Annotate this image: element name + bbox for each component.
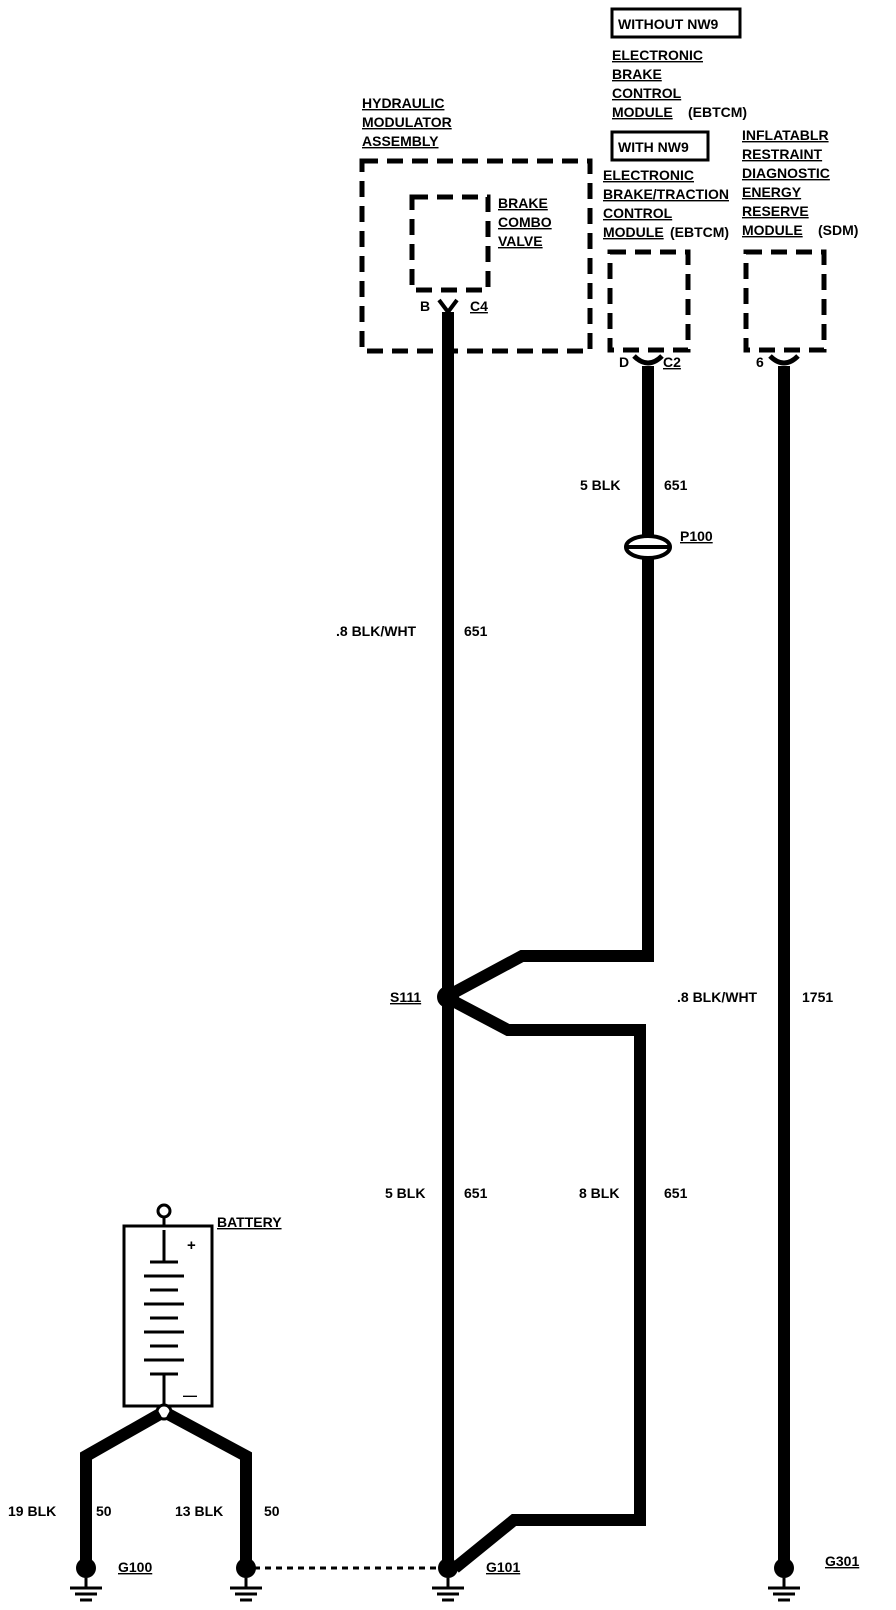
hydraulic-modulator-assembly: HYDRAULIC MODULATOR ASSEMBLY BRAKE COMBO…	[359, 95, 593, 354]
g100-ground-dot	[76, 1558, 96, 1578]
wire-ebtcm-to-s111	[452, 558, 654, 998]
modulator-pin-label: B	[420, 298, 430, 314]
ground-battery-right	[230, 1558, 262, 1602]
without-nw9-option-label: WITHOUT NW9	[618, 16, 719, 32]
wire-labels: 5 BLK 651 .8 BLK/WHT 651 .8 BLK/WHT 1751…	[8, 477, 833, 1519]
battery-minus-sign: —	[183, 1387, 197, 1403]
wire-s111-to-g101-branch	[451, 996, 646, 1573]
sdm-pin-label: 6	[756, 354, 764, 370]
ground-g101: G101	[432, 1558, 520, 1602]
ground-g100: G100	[70, 1558, 152, 1602]
ebcm-label-line-1: ELECTRONIC	[612, 47, 703, 63]
sdm-label-line-5: RESERVE	[742, 203, 809, 219]
ground-g301: G301	[768, 1553, 859, 1602]
ebcm-label-line-3: CONTROL	[612, 85, 682, 101]
modulator-connector-label: C4	[470, 298, 488, 314]
ebcm-label-line-4: MODULE	[612, 104, 673, 120]
battery-cell-plates	[144, 1230, 184, 1410]
g301-label: G301	[825, 1553, 859, 1569]
sdm-connector-terminal	[768, 354, 800, 366]
ebtcm-connector-label: C2	[663, 354, 681, 370]
battery-left-wire-size-color: 19 BLK	[8, 1503, 56, 1519]
ebtcm-label-line-1: ELECTRONIC	[603, 167, 694, 183]
g301-ground-dot	[774, 1558, 794, 1578]
splice-s111: S111	[390, 986, 459, 1008]
modulator-label-line-1: HYDRAULIC	[362, 95, 444, 111]
sdm-label-line-1: INFLATABLR	[742, 127, 829, 143]
battery-right-wire-size-color: 13 BLK	[175, 1503, 223, 1519]
modulator-label-line-2: MODULATOR	[362, 114, 452, 130]
wire-battery-neg-to-g100	[80, 1408, 163, 1568]
with-nw9-option-label: WITH NW9	[618, 139, 689, 155]
battery-case	[122, 1224, 214, 1408]
lower-left-wire-size-color: 5 BLK	[385, 1185, 425, 1201]
brake-combo-valve-line-2: COMBO	[498, 214, 552, 230]
battery-label: BATTERY	[217, 1214, 282, 1230]
sdm-label-suffix: (SDM)	[818, 222, 858, 238]
modulator-connector-terminal	[437, 298, 459, 316]
ebtcm-wire-size-color: 5 BLK	[580, 477, 620, 493]
sdm-wire-circuit: 1751	[802, 989, 833, 1005]
without-nw9-option-box	[610, 7, 742, 39]
p100-label: P100	[680, 528, 713, 544]
ebcm-label-suffix: (EBTCM)	[688, 104, 747, 120]
brake-combo-valve-line-3: VALVE	[498, 233, 543, 249]
sdm-label-line-4: ENERGY	[742, 184, 802, 200]
g100-label: G100	[118, 1559, 152, 1575]
g101-ground-dot	[438, 1558, 458, 1578]
ebtcm-connector-terminal	[632, 354, 664, 366]
sdm-outline	[743, 249, 827, 353]
ebtcm-label-line-3: CONTROL	[603, 205, 673, 221]
battery: + — BATTERY	[122, 1203, 282, 1421]
ebtcm-label-suffix: (EBTCM)	[670, 224, 729, 240]
wires	[442, 312, 790, 1573]
sdm-label-line-6: MODULE	[742, 222, 803, 238]
wire-battery-neg-to-g101	[165, 1408, 252, 1568]
battery-left-wire-circuit: 50	[96, 1503, 112, 1519]
ebcm-label-line-2: BRAKE	[612, 66, 662, 82]
ebtcm-module: WITHOUT NW9 ELECTRONIC BRAKE CONTROL MOD…	[603, 7, 747, 370]
battery-plus-sign: +	[187, 1237, 196, 1254]
battery-ground-wires	[80, 1408, 440, 1570]
battery-right-ground-dot	[236, 1558, 256, 1578]
modulator-housing-outline	[359, 158, 593, 354]
modulator-label-line-3: ASSEMBLY	[362, 133, 439, 149]
brake-combo-valve-outline	[409, 194, 491, 293]
sdm-label-line-2: RESTRAINT	[742, 146, 823, 162]
with-nw9-option-box	[610, 130, 710, 162]
g101-label: G101	[486, 1559, 520, 1575]
lower-right-wire-size-color: 8 BLK	[579, 1185, 619, 1201]
splice-s111-dot	[437, 986, 459, 1008]
sdm-wire-size-color: .8 BLK/WHT	[677, 989, 758, 1005]
battery-right-wire-circuit: 50	[264, 1503, 280, 1519]
sdm-module: INFLATABLR RESTRAINT DIAGNOSTIC ENERGY R…	[742, 127, 858, 370]
battery-positive-terminal	[156, 1203, 172, 1219]
ebtcm-pin-label: D	[619, 354, 629, 370]
ebtcm-label-line-2: BRAKE/TRACTION	[603, 186, 729, 202]
p100-inline-connector: P100	[624, 528, 713, 560]
modulator-wire-circuit: 651	[464, 623, 488, 639]
lower-left-wire-circuit: 651	[464, 1185, 488, 1201]
ebtcm-outline	[607, 249, 691, 353]
lower-right-wire-circuit: 651	[664, 1185, 688, 1201]
ebtcm-wire-circuit: 651	[664, 477, 688, 493]
splice-s111-label: S111	[390, 989, 421, 1005]
sdm-label-line-3: DIAGNOSTIC	[742, 165, 830, 181]
brake-combo-valve-line-1: BRAKE	[498, 195, 548, 211]
ebtcm-label-line-4: MODULE	[603, 224, 664, 240]
modulator-wire-size-color: .8 BLK/WHT	[336, 623, 417, 639]
